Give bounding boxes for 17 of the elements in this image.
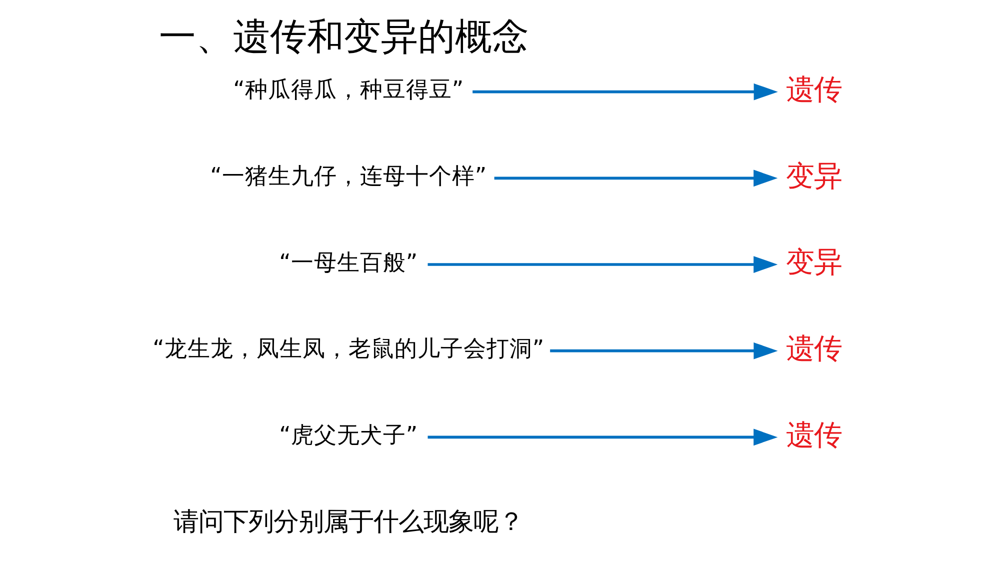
node-text: “龙生龙，凤生凤，老鼠的儿子会打洞”	[152, 336, 544, 362]
node-text: “一母生百般”	[278, 250, 418, 276]
node-text: “一猪生九仔，连母十个样”	[210, 164, 486, 190]
node-text: 遗传	[786, 332, 842, 365]
node-text: “虎父无犬子”	[278, 422, 418, 449]
diagram-title: 一、遗传和变异的概念	[158, 15, 529, 58]
arrow	[427, 428, 778, 446]
node-text: 变异	[786, 159, 842, 192]
node-text: “种瓜得瓜，种豆得豆”	[232, 77, 464, 104]
arrow	[427, 256, 778, 273]
node-text: 遗传	[786, 418, 842, 452]
arrow	[494, 170, 778, 187]
node-text: 遗传	[786, 72, 842, 106]
node-text: 变异	[786, 246, 842, 279]
arrow	[550, 342, 778, 360]
label: 请问下列分别属于什么现象呢？	[172, 506, 523, 537]
arrow	[472, 83, 778, 100]
